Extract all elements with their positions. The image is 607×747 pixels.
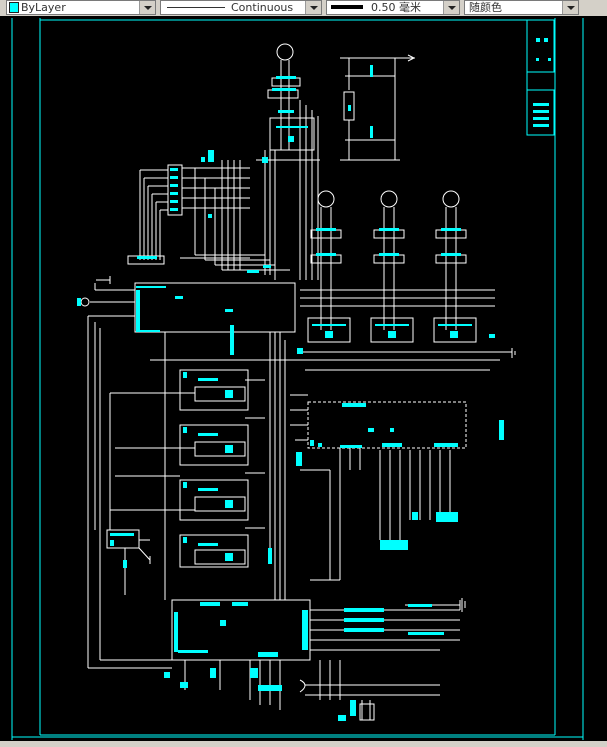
left-module-labels xyxy=(110,533,134,568)
top-gauge-labels xyxy=(262,76,308,163)
drawing-canvas[interactable] xyxy=(0,16,607,741)
color-label: 随颜色 xyxy=(469,1,502,14)
status-bar xyxy=(0,741,607,747)
resistor-bus-labels xyxy=(348,65,373,138)
layer-chevron-down-icon[interactable] xyxy=(139,1,155,14)
schematic-drawing xyxy=(11,18,584,740)
layer-color-swatch xyxy=(9,2,19,13)
connector-block xyxy=(127,160,290,271)
bottom-controller xyxy=(88,599,461,710)
lineweight-preview-line xyxy=(331,5,363,9)
bottom-controller-labels xyxy=(164,602,444,721)
sheet-border xyxy=(11,18,584,740)
relay-module-labels xyxy=(183,372,272,564)
lineweight-label: 0.50 毫米 xyxy=(371,1,421,14)
layer-label: ByLayer xyxy=(21,1,66,14)
gauges-right xyxy=(300,190,512,371)
linetype-preview-line xyxy=(167,7,225,8)
color-chevron-down-icon[interactable] xyxy=(562,1,578,14)
lineweight-chevron-down-icon[interactable] xyxy=(443,1,459,14)
left-module xyxy=(106,529,151,595)
relay-modules xyxy=(109,359,300,568)
terminal-block xyxy=(290,394,467,581)
color-dropdown[interactable]: 随颜色 xyxy=(464,0,579,15)
main-cpu-labels xyxy=(77,286,234,355)
linetype-label: Continuous xyxy=(231,1,294,14)
top-gauge-block xyxy=(256,43,320,280)
properties-toolbar: ByLayer Continuous 0.50 毫米 随颜色 xyxy=(0,0,607,17)
ground-symbols xyxy=(109,276,516,721)
gauge-labels xyxy=(297,228,495,354)
resistor-bus xyxy=(340,54,416,161)
linetype-dropdown[interactable]: Continuous xyxy=(160,0,322,15)
terminal-labels xyxy=(296,403,504,550)
lineweight-dropdown[interactable]: 0.50 毫米 xyxy=(326,0,460,15)
title-block-marks xyxy=(533,38,551,127)
connector-labels xyxy=(137,150,271,273)
main-cpu-block xyxy=(80,279,296,668)
layer-dropdown[interactable]: ByLayer xyxy=(6,0,156,15)
linetype-chevron-down-icon[interactable] xyxy=(305,1,321,14)
